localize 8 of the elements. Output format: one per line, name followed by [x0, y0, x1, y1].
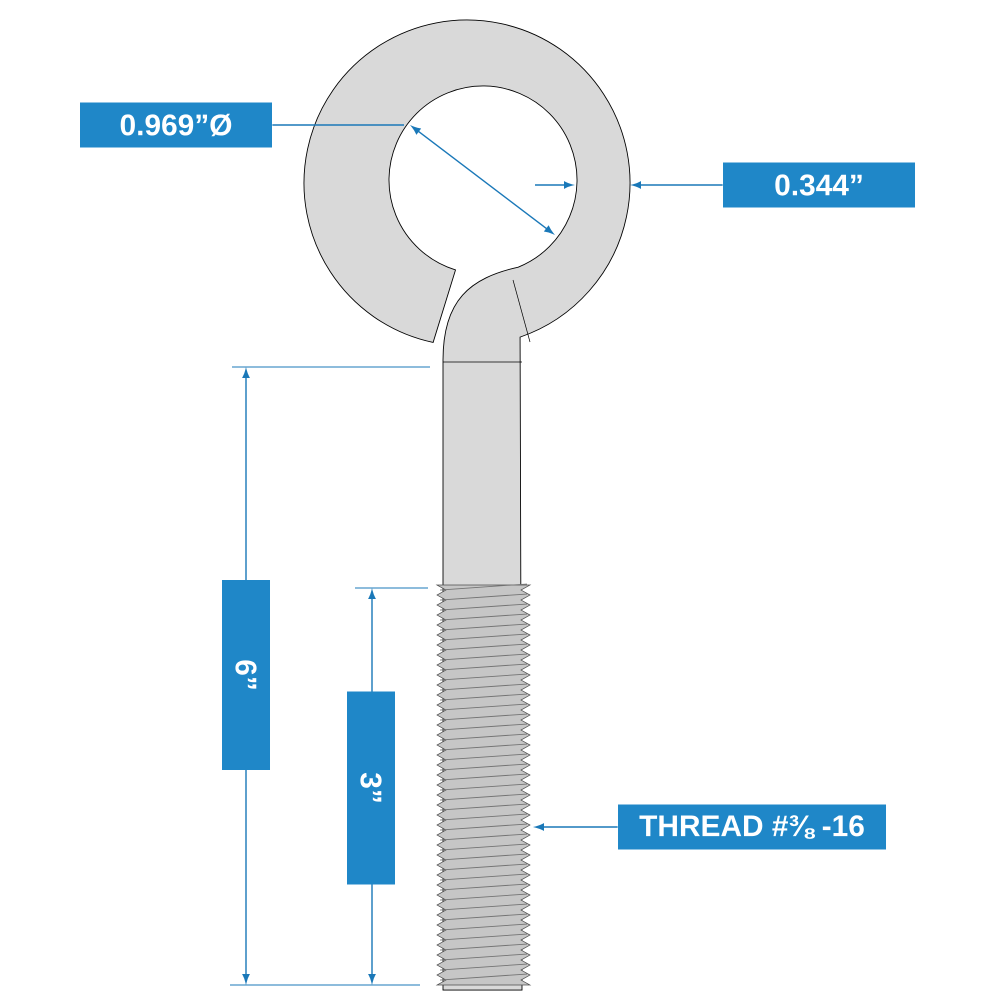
dimension-label: 6” [222, 580, 270, 770]
dimension-label: 0.344” [723, 162, 915, 208]
dimension-label: 3” [347, 692, 395, 885]
leader-line [632, 182, 723, 188]
dimension-label: THREAD #⅜ -16 [618, 804, 886, 850]
dimension-label: 0.969”Ø [80, 102, 272, 148]
leader-line [272, 124, 404, 126]
leader-line [535, 824, 618, 830]
